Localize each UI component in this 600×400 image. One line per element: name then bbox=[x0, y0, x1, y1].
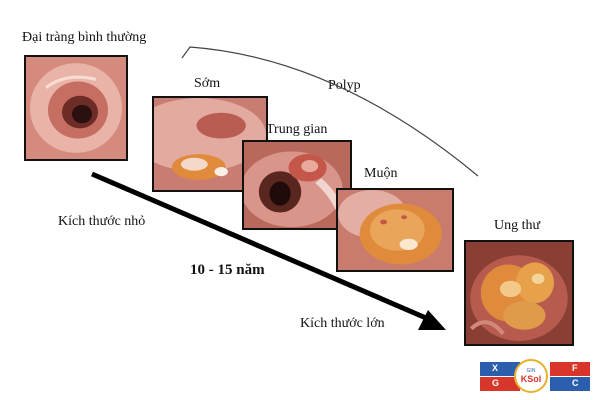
early-polyp-image bbox=[154, 98, 266, 190]
logo-letter-f: F bbox=[572, 363, 578, 373]
logo-background bbox=[480, 362, 590, 391]
progression-arrowhead bbox=[418, 310, 446, 330]
label-late: Muộn bbox=[364, 166, 398, 181]
logo-emblem: GIN KSol bbox=[514, 359, 548, 393]
cancer-image bbox=[466, 242, 572, 344]
label-small-size: Kích thước nhỏ bbox=[58, 214, 146, 229]
polyp-bracket bbox=[181, 46, 479, 177]
late-polyp-image bbox=[338, 190, 452, 270]
photo-cancer bbox=[464, 240, 574, 346]
label-intermediate: Trung gian bbox=[266, 122, 328, 137]
label-large-size: Kích thước lớn bbox=[300, 316, 385, 331]
logo-letter-g: G bbox=[492, 378, 500, 388]
label-cancer: Ung thư bbox=[494, 218, 541, 233]
photo-early-polyp bbox=[152, 96, 268, 192]
logo-prefix: GIN bbox=[526, 368, 536, 374]
progression-arrow-line bbox=[91, 171, 427, 321]
ksol-logo: X G F C GIN KSol bbox=[478, 358, 592, 394]
label-early: Sớm bbox=[194, 76, 221, 91]
logo-letter-c: C bbox=[572, 378, 579, 388]
photo-intermediate-polyp bbox=[242, 140, 352, 230]
normal-colon-image bbox=[26, 57, 126, 159]
label-timeline: 10 - 15 năm bbox=[190, 262, 265, 278]
logo-brand: KSol bbox=[520, 374, 542, 384]
intermediate-polyp-image bbox=[244, 142, 350, 228]
label-polyp: Polyp bbox=[328, 78, 361, 93]
photo-late-polyp bbox=[336, 188, 454, 272]
logo-letter-x: X bbox=[492, 363, 499, 373]
label-normal-colon: Đại tràng bình thường bbox=[22, 30, 147, 45]
photo-normal-colon bbox=[24, 55, 128, 161]
